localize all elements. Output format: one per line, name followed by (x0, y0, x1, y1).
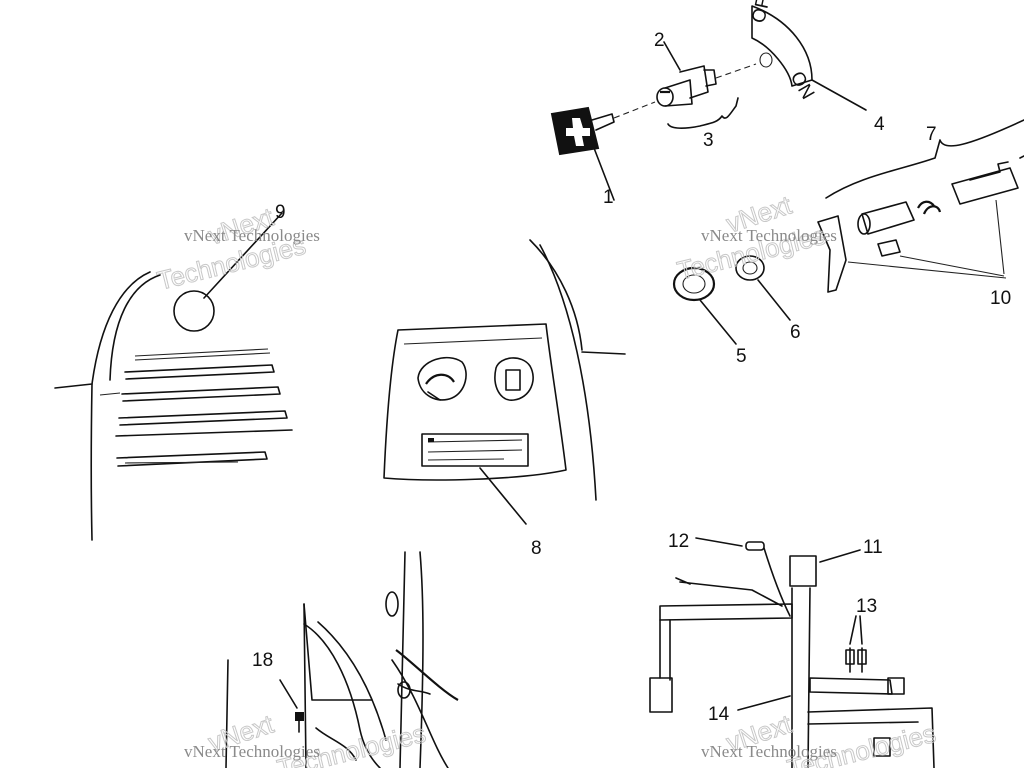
callout-2: 2 (654, 30, 665, 51)
switch-plate-on-label: ON (786, 68, 818, 103)
callout-9: 9 (275, 202, 286, 223)
switch-plate-off-label: OFF (748, 0, 776, 25)
hood-body (54, 239, 626, 541)
callout-6: 6 (790, 322, 801, 343)
hood-round-hole (173, 290, 215, 332)
callout-4: 4 (874, 114, 885, 135)
screw-icon (279, 679, 304, 733)
callout-7: 7 (926, 124, 937, 145)
callout-1: 1 (603, 187, 614, 208)
choke-assembly-icon (817, 155, 1024, 293)
svg-text:vNext Technologies: vNext Technologies (184, 742, 320, 761)
svg-text:vNext Technologies: vNext Technologies (184, 226, 320, 245)
lower-frame (225, 551, 459, 769)
key-switch-icon (656, 41, 717, 107)
watermark-bottom-right: vNext Technologies vNext Technologies (701, 708, 939, 773)
switch-plate-icon (751, 5, 867, 111)
watermark-top-left: vNext Technologies vNext Technologies (154, 201, 320, 296)
callout-12: 12 (668, 531, 689, 552)
washer-icon (735, 255, 791, 321)
dash-panel (383, 323, 567, 525)
callout-11: 11 (863, 537, 883, 558)
ignition-key-icon (550, 106, 615, 201)
callout-18: 18 (252, 650, 273, 671)
nut-icon (672, 266, 737, 345)
svg-text:vNext Technologies: vNext Technologies (701, 226, 837, 245)
callout-8: 8 (531, 538, 542, 559)
callout-10: 10 (990, 288, 1011, 309)
wire-harness-icon (649, 537, 935, 769)
callout-5: 5 (736, 346, 747, 367)
callout-14: 14 (708, 704, 730, 725)
callout-13: 13 (856, 596, 877, 617)
svg-text:vNext Technologies: vNext Technologies (701, 742, 837, 761)
callout-3: 3 (703, 130, 714, 151)
